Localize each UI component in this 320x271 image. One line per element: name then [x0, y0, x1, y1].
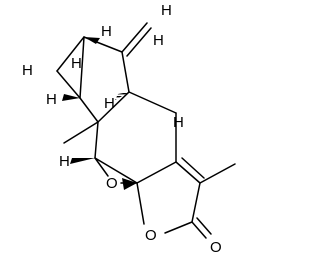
bond: [175, 161, 201, 184]
bond: [56, 70, 81, 99]
molecule-svg: H H H H H H H H H O O O: [22, 2, 236, 256]
atom-label-h: H: [71, 55, 82, 72]
wedge-bond: [70, 158, 95, 164]
bond: [121, 22, 148, 53]
atom-label-o: O: [210, 239, 222, 256]
bond: [136, 182, 145, 225]
bond: [199, 163, 236, 184]
wedge-bond: [62, 94, 80, 101]
atom-label-o: O: [106, 175, 118, 192]
bond: [97, 91, 130, 123]
bond: [79, 97, 99, 123]
bond: [79, 36, 85, 99]
atom-label-h: H: [59, 153, 70, 170]
bond: [196, 217, 212, 235]
atom-label-h: H: [101, 23, 112, 40]
stereo-bonds: [62, 37, 137, 190]
bond: [128, 91, 177, 114]
bond: [191, 182, 201, 223]
bond: [191, 221, 207, 239]
atom-label-h: H: [153, 32, 164, 49]
atom-label-h: H: [104, 95, 115, 112]
bond: [181, 157, 205, 179]
bond: [94, 121, 99, 159]
bond: [56, 36, 85, 72]
bond: [136, 161, 177, 184]
atom-label-h: H: [161, 2, 172, 19]
bond: [94, 157, 138, 184]
skeleton-bonds: [56, 22, 236, 239]
atom-labels: H H H H H H H H H O O O: [22, 2, 222, 256]
atom-label-h: H: [46, 91, 57, 108]
wedge-bond: [122, 178, 137, 190]
wedge-bond: [115, 92, 129, 100]
atom-label-h: H: [22, 62, 33, 79]
atom-label-h: H: [173, 114, 184, 131]
atom-label-o: O: [145, 227, 157, 244]
wedge-bond: [84, 37, 100, 44]
structure-diagram: H H H H H H H H H O O O: [22, 2, 236, 256]
bond: [164, 221, 193, 234]
bond: [94, 157, 109, 177]
bond: [121, 51, 130, 93]
bond: [126, 27, 152, 57]
bond: [63, 121, 99, 144]
